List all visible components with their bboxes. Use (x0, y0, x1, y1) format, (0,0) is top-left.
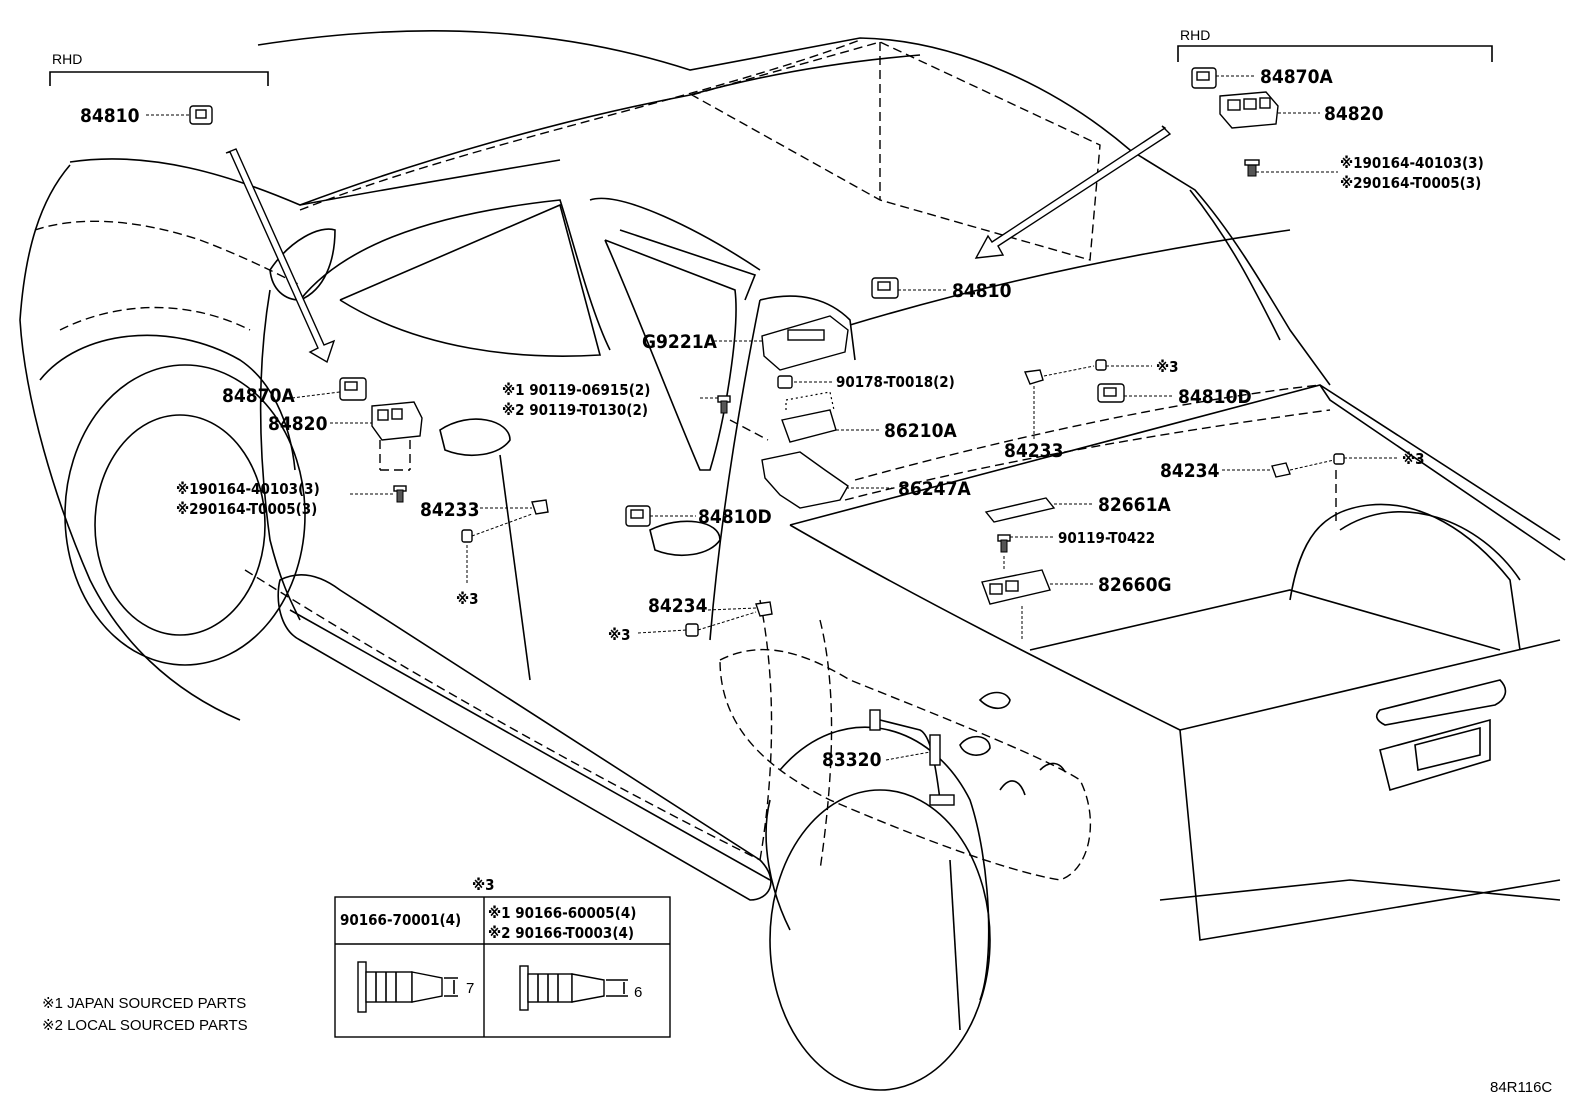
relay-block-82660g-icon (981, 569, 1051, 605)
clip-84234-right-icon (1271, 453, 1345, 478)
arrow-icon-right (974, 125, 1172, 259)
clip-84233-left-icon (461, 499, 549, 543)
label-84870a-left: 84870A (222, 385, 295, 407)
label-84870a-right: 84870A (1260, 66, 1333, 88)
note-japan-sourced: ※1 JAPAN SOURCED PARTS (42, 995, 246, 1012)
label-mark3-b: ※3 (1402, 450, 1425, 468)
leader-lines (146, 75, 1398, 761)
fastener-legend-table: ※3 90166-70001(4) ※1 90166-60005(4) ※2 9… (334, 876, 671, 1038)
switch-84820-right-icon (1219, 91, 1279, 129)
rhd-label-left: RHD (52, 51, 82, 67)
fuel-sender-83320-icon (869, 709, 955, 806)
clip-84234-left-icon (685, 601, 773, 637)
arrow-icon-left (225, 148, 336, 364)
clip-84233-right-icon (1024, 359, 1107, 385)
label-82660g: 82660G (1098, 574, 1172, 596)
switch-84870a-right-icon (1191, 67, 1217, 89)
label-bolt-left-2: ※290164-T0005(3) (176, 500, 317, 518)
note-local-sourced: ※2 LOCAL SOURCED PARTS (42, 1017, 248, 1034)
figure-code: 84R116C (1490, 1079, 1552, 1096)
screw-left-icon (393, 485, 407, 503)
label-mark3-c: ※3 (456, 590, 479, 608)
rhd-bracket-left: RHD (49, 51, 269, 86)
label-84234-right: 84234 (1160, 460, 1220, 482)
label-bolt-right-1: ※190164-40103(3) (1340, 154, 1484, 172)
label-90178: 90178-T0018(2) (836, 373, 955, 391)
switch-84810d-right-icon (1097, 383, 1125, 403)
switch-84810d-left-icon (625, 505, 651, 527)
label-clip-2: ※2 90119-T0130(2) (502, 401, 648, 419)
bolt-drawing-2-icon (519, 965, 628, 1011)
bolt-drawing-1-icon (357, 961, 458, 1013)
module-86210a-icon (781, 409, 837, 443)
label-bolt-left-1: ※190164-40103(3) (176, 480, 320, 498)
label-84820-left: 84820 (268, 413, 328, 435)
label-84820-right: 84820 (1324, 103, 1384, 125)
label-g9221a: G9221A (642, 331, 718, 353)
legend-col2-part-1: ※1 90166-60005(4) (488, 904, 636, 922)
clip-90119-icon (717, 395, 731, 414)
label-84810d-right: 84810D (1178, 386, 1252, 408)
label-82661a: 82661A (1098, 494, 1171, 516)
vehicle-outline (19, 30, 1566, 1091)
legend-dim-1: 7 (466, 980, 474, 997)
lamp-82661a-icon (984, 497, 1056, 523)
label-84233-left: 84233 (420, 499, 479, 521)
switch-84810-mid-icon (871, 277, 899, 299)
label-84810-left: 84810 (80, 105, 140, 127)
label-mark3-d: ※3 (608, 626, 631, 644)
switch-84810-left-icon (189, 105, 213, 125)
overhead-console-g9221a-icon (761, 315, 849, 371)
label-84810d-left: 84810D (698, 506, 772, 528)
bracket-86247a-icon (761, 451, 849, 509)
screw-90119-t0422-icon (997, 534, 1011, 553)
label-84233-right: 84233 (1004, 440, 1063, 462)
rhd-bracket-right: RHD (1177, 27, 1493, 62)
label-86210a: 86210A (884, 420, 957, 442)
legend-col1-part: 90166-70001(4) (340, 911, 461, 929)
screw-right-icon (1244, 159, 1260, 177)
label-90119-t0422: 90119-T0422 (1058, 529, 1155, 547)
legend-dim-2: 6 (634, 984, 642, 1001)
switch-84870a-left-icon (339, 377, 367, 401)
label-84234-left: 84234 (648, 595, 708, 617)
nut-90178-icon (777, 375, 793, 389)
label-mark3-a: ※3 (1156, 358, 1179, 376)
legend-col2-part-2: ※2 90166-T0003(4) (488, 924, 634, 942)
label-84810-mid: 84810 (952, 280, 1012, 302)
label-83320: 83320 (822, 749, 882, 771)
rhd-label-right: RHD (1180, 27, 1210, 43)
label-86247a: 86247A (898, 478, 971, 500)
label-clip-1: ※1 90119-06915(2) (502, 381, 650, 399)
label-bolt-right-2: ※290164-T0005(3) (1340, 174, 1481, 192)
legend-table-header: ※3 (472, 876, 495, 894)
switch-84820-left-icon (371, 401, 423, 441)
